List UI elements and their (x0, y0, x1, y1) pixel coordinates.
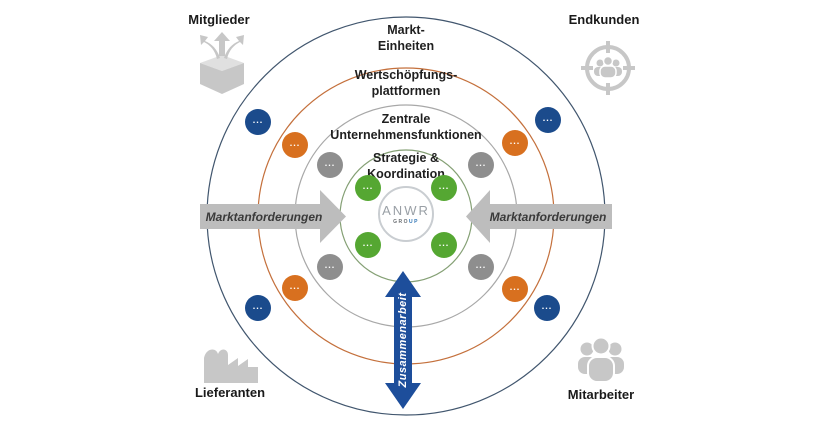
label-strategie-koordination: Strategie & Koordination (367, 151, 445, 181)
right-arrow-label: Marktanforderungen (489, 210, 607, 224)
lieferanten-label: Lieferanten (194, 385, 266, 400)
label-wertschoepfungsplattformen: Wertschöpfungs- plattformen (354, 68, 458, 98)
left-marktanforderungen-arrow (200, 190, 346, 243)
dot-wertschoepfungsplattform: ... (502, 276, 528, 302)
box-arrows-icon (200, 32, 244, 94)
dot-strategie: ... (355, 232, 381, 258)
dot-markt-einheit: ... (535, 107, 561, 133)
label-markt-einheiten: Markt- Einheiten (377, 23, 435, 53)
vertical-arrow-label: Zusammenarbeit (397, 292, 409, 388)
endkunden-label: Endkunden (568, 12, 640, 27)
logo-text: ANWR (382, 203, 430, 218)
left-arrow-label: Marktanforderungen (205, 210, 323, 224)
mitarbeiter-label: Mitarbeiter (567, 387, 635, 402)
dot-strategie: ... (431, 232, 457, 258)
dot-markt-einheit: ... (245, 109, 271, 135)
anwr-group-logo: ANWR GROUP (378, 186, 434, 242)
dot-strategie: ... (355, 175, 381, 201)
dot-markt-einheit: ... (245, 295, 271, 321)
dot-markt-einheit: ... (534, 295, 560, 321)
dot-wertschoepfungsplattform: ... (502, 130, 528, 156)
dot-unternehmensfunktion: ... (468, 152, 494, 178)
label-zentrale-unternehmensfunktionen: Zentrale Unternehmensfunktionen (330, 112, 482, 142)
dot-wertschoepfungsplattform: ... (282, 275, 308, 301)
dot-strategie: ... (431, 175, 457, 201)
zusammenarbeit-double-arrow (385, 271, 421, 409)
dot-unternehmensfunktion: ... (317, 254, 343, 280)
dot-wertschoepfungsplattform: ... (282, 132, 308, 158)
mitglieder-label: Mitglieder (188, 12, 250, 27)
people-group-icon (578, 336, 624, 383)
dot-unternehmensfunktion: ... (468, 254, 494, 280)
dot-unternehmensfunktion: ... (317, 152, 343, 178)
factory-icon (204, 349, 258, 383)
logo-subtext: GROUP (393, 219, 419, 225)
right-marktanforderungen-arrow (466, 190, 612, 243)
target-customers-icon (581, 41, 635, 95)
